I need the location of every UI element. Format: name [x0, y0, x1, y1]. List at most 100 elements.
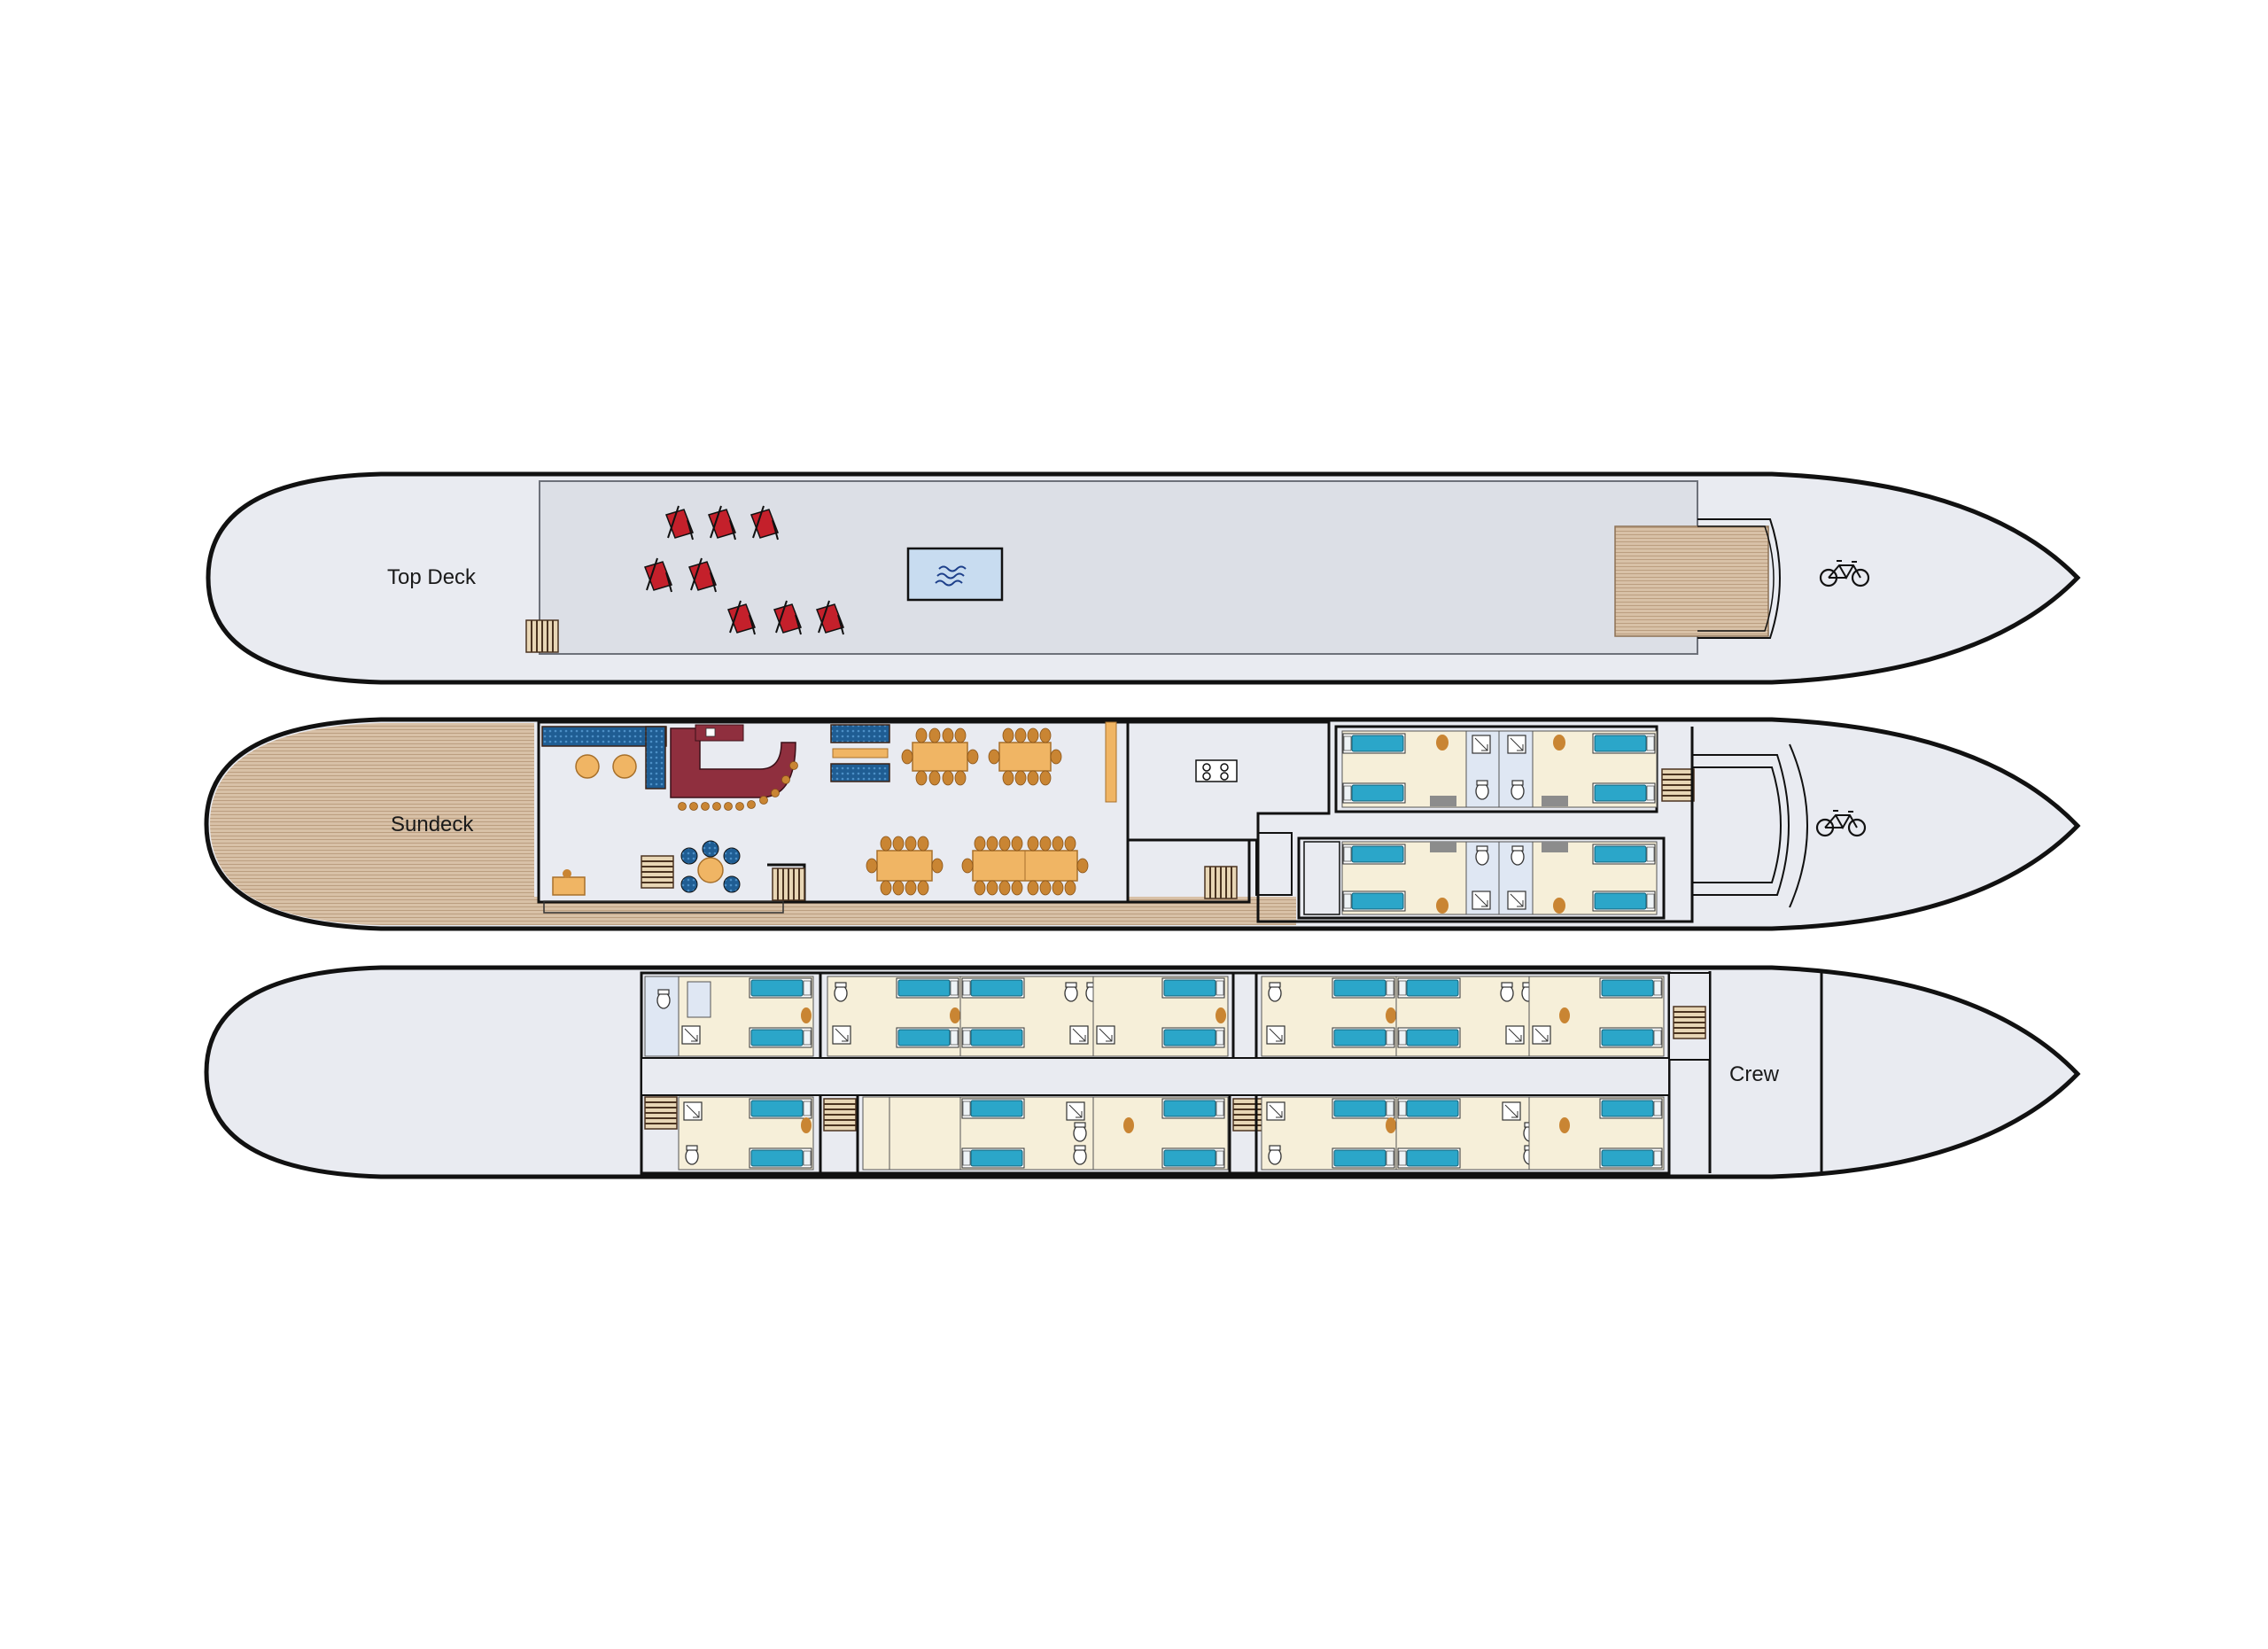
stairs-icon — [644, 1096, 678, 1130]
shower-icon — [1532, 1025, 1551, 1045]
stove-icon — [1195, 759, 1238, 782]
top-deck-open-area — [539, 480, 1698, 655]
shower-icon — [1472, 891, 1491, 910]
bar-stools — [678, 761, 798, 811]
bed-icon — [1592, 733, 1656, 754]
dining-table-icon — [901, 727, 979, 786]
crew-label: Crew — [1729, 1062, 1780, 1086]
toilet-icon — [1268, 982, 1282, 1002]
toilet-icon — [1064, 982, 1078, 1002]
toilet-icon — [1073, 1145, 1087, 1165]
dining-table-icon — [866, 836, 944, 896]
bed-icon — [1161, 1147, 1225, 1169]
lounge-sofa — [541, 726, 667, 747]
toilet-icon — [1511, 780, 1525, 800]
toilet-icon — [1500, 982, 1514, 1002]
bed-icon — [961, 977, 1025, 999]
bed-icon — [1599, 977, 1663, 999]
stairs-icon — [641, 855, 674, 889]
bed-icon — [896, 1027, 959, 1048]
bed-icon — [1161, 1027, 1225, 1048]
cabin-block — [1334, 725, 1658, 813]
bed-icon — [961, 1147, 1025, 1169]
wheelhouse-rail — [1697, 518, 1781, 639]
bed-icon — [961, 1027, 1025, 1048]
lounge-table — [612, 754, 637, 779]
bed-icon — [1397, 1098, 1461, 1119]
bed-icon — [1592, 891, 1656, 912]
bed-icon — [1599, 1027, 1663, 1048]
bed-icon — [1342, 782, 1406, 804]
lounge-divider — [1105, 721, 1117, 803]
stairs-icon — [772, 867, 805, 901]
bed-icon — [749, 1027, 812, 1048]
stairs-icon — [1661, 768, 1695, 802]
bed-icon — [1397, 1027, 1461, 1048]
bed-icon — [1332, 1098, 1395, 1119]
bed-icon — [1161, 1098, 1225, 1119]
shower-icon — [1069, 1025, 1089, 1045]
bed-icon — [1342, 733, 1406, 754]
bed-icon — [1342, 891, 1406, 912]
shower-icon — [1096, 1025, 1115, 1045]
toilet-icon — [685, 1145, 699, 1165]
toilet-icon — [1073, 1122, 1087, 1142]
bed-icon — [1397, 977, 1461, 999]
shower-icon — [1266, 1025, 1285, 1045]
cabin-row-lower — [644, 1096, 1665, 1171]
sundeck-label: Sundeck — [391, 813, 474, 836]
bed-icon — [1397, 1147, 1461, 1169]
stairs-icon — [823, 1098, 857, 1132]
bed-icon — [1342, 844, 1406, 865]
wheelhouse-deck — [1614, 525, 1769, 637]
bed-icon — [1592, 782, 1656, 804]
shower-icon — [1507, 735, 1526, 754]
toilet-icon — [1268, 1145, 1282, 1165]
top-deck: Top Deck — [206, 471, 2081, 685]
bed-icon — [1332, 1027, 1395, 1048]
bed-icon — [961, 1098, 1025, 1119]
bed-icon — [749, 1098, 812, 1119]
shower-icon — [683, 1101, 703, 1121]
pool-icon — [935, 565, 967, 587]
top-deck-label: Top Deck — [387, 565, 477, 589]
corridor — [641, 1057, 1670, 1096]
stairs-icon — [1673, 1006, 1706, 1039]
bed-icon — [749, 1147, 812, 1169]
bed-icon — [1599, 1147, 1663, 1169]
middle-deck: Sundeck — [204, 717, 2081, 931]
shower-icon — [1507, 891, 1526, 910]
shower-icon — [832, 1025, 851, 1045]
pool — [906, 547, 1004, 602]
bed-icon — [1599, 1098, 1663, 1119]
cabin-row-upper — [644, 976, 1665, 1057]
toilet-icon — [834, 982, 848, 1002]
shower-icon — [1505, 1025, 1525, 1045]
toilet-icon — [1475, 845, 1489, 866]
bed-icon — [1332, 1147, 1395, 1169]
cabin-block — [1297, 836, 1666, 920]
toilet-icon — [1475, 780, 1489, 800]
shower-icon — [1066, 1101, 1085, 1121]
lounge-table — [575, 754, 600, 779]
bed-icon — [749, 977, 812, 999]
lounge-table-set — [680, 840, 741, 893]
shower-icon — [681, 1025, 701, 1045]
stairs-icon — [525, 619, 559, 653]
sundeck-wood — [210, 723, 534, 925]
dining-table-icon — [961, 836, 1089, 896]
toilet-icon — [656, 989, 671, 1009]
dining-table-icon — [988, 727, 1062, 786]
shower-icon — [1502, 1101, 1521, 1121]
bed-icon — [1332, 977, 1395, 999]
stairs-icon — [1232, 1098, 1266, 1132]
shower-icon — [1472, 735, 1491, 754]
toilet-icon — [1511, 845, 1525, 866]
bed-icon — [1592, 844, 1656, 865]
lower-deck: Crew — [204, 965, 2081, 1179]
bed-icon — [1161, 977, 1225, 999]
shower-icon — [1266, 1101, 1285, 1121]
bed-icon — [896, 977, 959, 999]
stairs-icon — [1204, 866, 1238, 899]
